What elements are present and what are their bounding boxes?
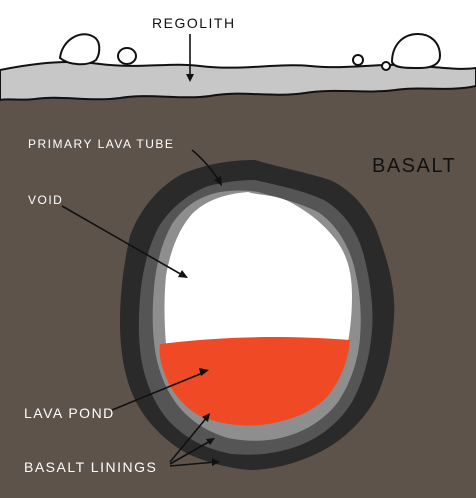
boulder-tiny-right-1	[353, 55, 363, 65]
label-lava-pond: LAVA POND	[24, 405, 115, 421]
label-void: VOID	[28, 193, 63, 207]
label-basalt-linings: BASALT LININGS	[24, 459, 157, 475]
boulder-small-left	[118, 48, 136, 64]
boulder-tiny-right-2	[382, 62, 390, 70]
label-primary-lava-tube: PRIMARY LAVA TUBE	[28, 137, 174, 151]
boulder-large-left	[60, 34, 99, 64]
label-regolith: REGOLITH	[152, 15, 236, 31]
boulder-large-right	[392, 34, 440, 68]
label-basalt: BASALT	[372, 155, 456, 177]
